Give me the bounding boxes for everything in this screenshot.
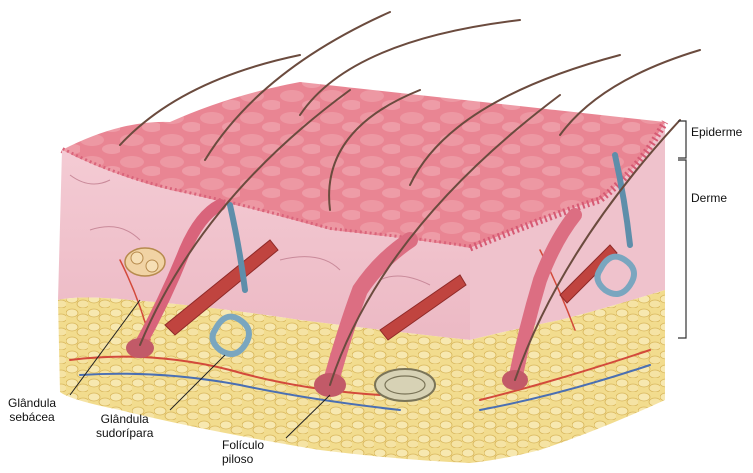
label-epiderme: Epiderme xyxy=(691,125,742,139)
pacinian-corpuscle xyxy=(375,369,435,401)
label-derme: Derme xyxy=(691,191,727,205)
label-glandula-sebacea: Glândula sebácea xyxy=(8,396,56,424)
layer-bracket xyxy=(678,121,686,338)
label-glandula-sudoripara: Glândula sudorípara xyxy=(96,412,153,440)
label-foliculo-piloso: Folículo piloso xyxy=(222,438,264,466)
sebaceous-gland xyxy=(125,248,165,276)
